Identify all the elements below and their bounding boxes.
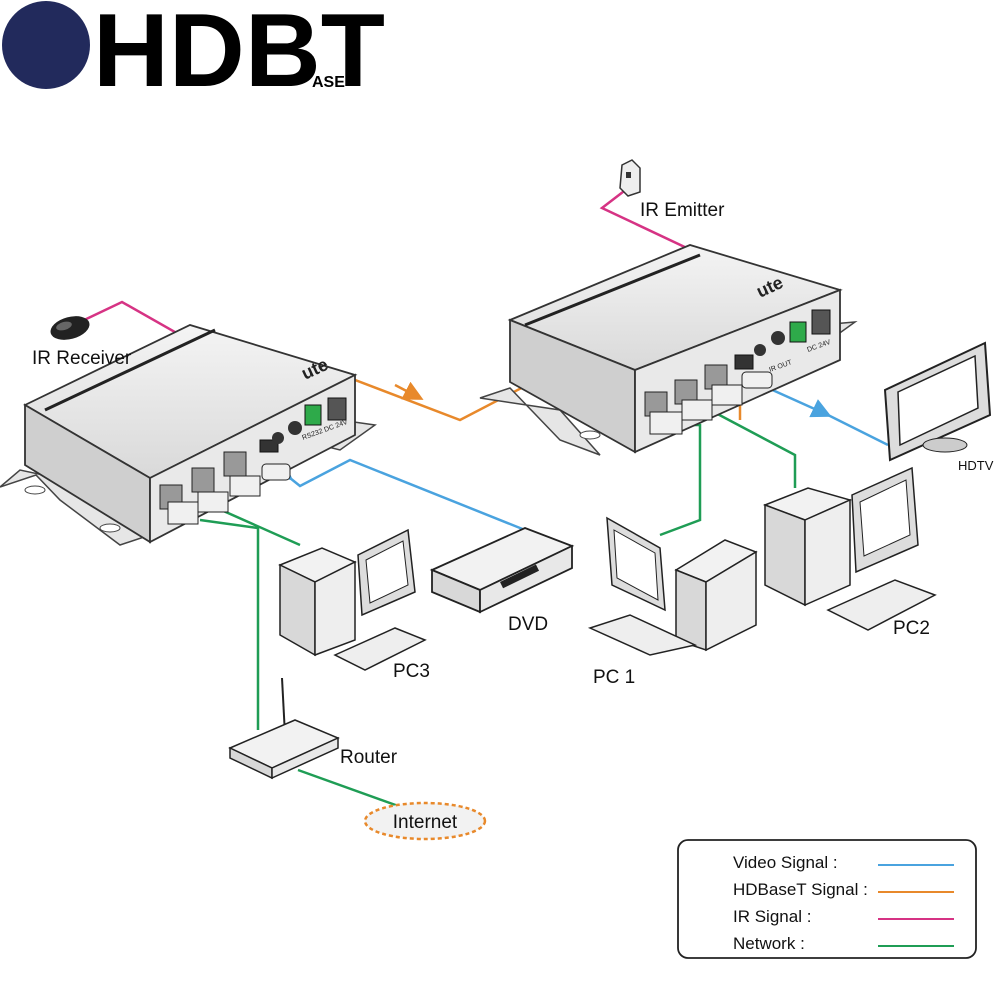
router-label: Router: [340, 747, 398, 768]
hdtv-device: [883, 341, 992, 462]
pc3-computer: [278, 528, 427, 671]
hdbaset-receiver-box: RS232 DC 24V ute: [0, 324, 377, 546]
router-device: [228, 677, 340, 780]
legend-item-label: HDBaseT Signal :: [733, 880, 868, 899]
pc3-label: PC3: [393, 661, 430, 682]
logo-text: HDBT: [93, 0, 385, 109]
pc1-label: PC 1: [593, 667, 635, 688]
ir-emitter-device: [619, 159, 641, 197]
legend-item-label: Video Signal :: [733, 853, 838, 872]
hdtv-label: HDTV: [958, 458, 994, 473]
dvd-label: DVD: [508, 614, 548, 635]
pc2-computer: [762, 466, 937, 631]
video-signal-lines: [271, 386, 889, 534]
logo-circle: [2, 1, 90, 89]
hdbaset-logo: HDBT ASE: [2, 0, 385, 109]
logo-subtext: ASE: [312, 74, 345, 91]
ir-receiver-label: IR Receiver: [32, 348, 132, 369]
ir-emitter-label: IR Emitter: [640, 200, 725, 221]
pc1-computer: [587, 516, 758, 656]
hdbaset-transmitter-box: IR OUT DC 24V ute: [479, 244, 858, 456]
pc2-label: PC2: [893, 618, 930, 639]
dvd-player-device: [429, 527, 575, 614]
ir-receiver-device: [50, 316, 90, 340]
legend-item-label: IR Signal :: [733, 907, 811, 926]
internet-label: Internet: [393, 812, 458, 833]
legend-item-label: Network :: [733, 934, 805, 953]
internet-cloud: [363, 801, 487, 841]
legend-box: Video Signal : HDBaseT Signal : IR Signal …: [677, 839, 977, 959]
